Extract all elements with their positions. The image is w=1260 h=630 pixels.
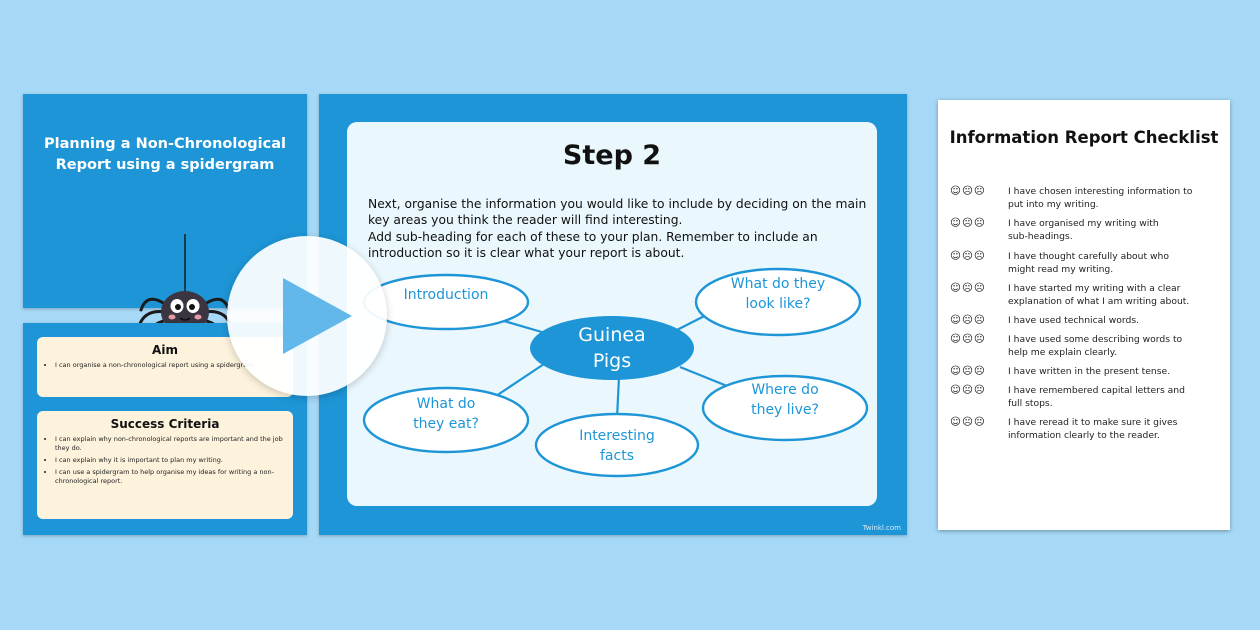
checklist-line: explanation of what I am writing about. xyxy=(1008,295,1190,307)
smiley-faces-icon[interactable]: ☺☹☹ xyxy=(950,416,986,428)
node-live xyxy=(701,374,869,442)
aim-list: I can organise a non-chronological repor… xyxy=(37,361,293,370)
checklist-line: I have used technical words. xyxy=(1008,315,1140,326)
checklist-line: put into my writing. xyxy=(1008,198,1099,210)
instruction-line: introduction so it is clear what your re… xyxy=(368,246,685,261)
node-label-eat: What do they eat? xyxy=(364,394,528,434)
spidergram xyxy=(362,267,869,478)
node-text: What do xyxy=(416,396,476,412)
node-text: Introduction xyxy=(403,287,489,303)
center-node-label: Guinea Pigs xyxy=(530,322,694,374)
checklist-line: I have thought carefully about who xyxy=(1008,251,1169,262)
checklist-line: help me explain clearly. xyxy=(1008,346,1117,358)
success-criteria-list: I can explain why non-chronological repo… xyxy=(37,435,293,486)
smiley-faces-icon[interactable]: ☺☹☹ xyxy=(950,282,986,294)
smiley-faces-icon[interactable]: ☺☹☹ xyxy=(950,217,986,229)
brand-footer: Twinkl.com xyxy=(862,524,901,532)
checklist-line: full stops. xyxy=(1008,397,1053,409)
success-criteria-item: I can use a spidergram to help organise … xyxy=(55,468,285,486)
checklist-title: Information Report Checklist xyxy=(949,128,1219,147)
checklist-item-text: I have reread it to make sure it gives i… xyxy=(1008,417,1220,442)
checklist-item-text: I have used technical words. xyxy=(1008,315,1220,328)
smiley-faces-icon[interactable]: ☺☹☹ xyxy=(950,384,986,396)
center-line2: Pigs xyxy=(592,350,632,372)
play-icon xyxy=(283,278,352,354)
instruction-line: Add sub-heading for each of these to you… xyxy=(368,229,818,244)
slide-title-line1: Planning a Non-Chronological xyxy=(43,136,286,152)
checklist-line: I have organised my writing with xyxy=(1008,218,1159,229)
checklist-line: I have used some describing words to xyxy=(1008,334,1183,345)
aim-heading: Aim xyxy=(152,343,178,357)
checklist-item-text: I have started my writing with a clear e… xyxy=(1008,283,1220,308)
checklist-line: information clearly to the reader. xyxy=(1008,429,1160,441)
aim-item: I can organise a non-chronological repor… xyxy=(55,361,285,370)
checklist-line: I have written in the present tense. xyxy=(1008,366,1171,377)
checklist-item-text: I have organised my writing with sub-hea… xyxy=(1008,218,1220,243)
center-line1: Guinea xyxy=(578,324,646,346)
success-criteria-heading: Success Criteria xyxy=(110,417,220,431)
node-text: What do they xyxy=(730,276,826,292)
aim-slide-thumbnail[interactable]: Aim I can organise a non-chronological r… xyxy=(23,323,307,535)
instruction-line: key areas you think the reader will find… xyxy=(368,213,683,228)
step-panel: Step 2 Next, organise the information yo… xyxy=(347,122,877,506)
checklist-item-text: I have used some describing words to hel… xyxy=(1008,334,1220,359)
node-center xyxy=(530,316,694,380)
checklist-line: I have started my writing with a clear xyxy=(1008,283,1181,294)
success-criteria-card: Success Criteria I can explain why non-c… xyxy=(37,411,293,519)
node-label-look-like: What do they look like? xyxy=(696,274,860,314)
smiley-faces-icon[interactable]: ☺☹☹ xyxy=(950,250,986,262)
node-look-like xyxy=(694,267,862,337)
slide-title-line2: Report using a spidergram xyxy=(55,157,275,173)
instruction-line: Next, organise the information you would… xyxy=(368,197,867,211)
step-2-slide[interactable]: Step 2 Next, organise the information yo… xyxy=(319,94,907,535)
checklist-line: might read my writing. xyxy=(1008,263,1114,275)
checklist-item-text: I have written in the present tense. xyxy=(1008,366,1220,379)
node-label-live: Where do they live? xyxy=(703,380,867,420)
checklist-line: I have chosen interesting information to xyxy=(1008,186,1193,197)
node-text: facts xyxy=(600,448,634,464)
play-button[interactable] xyxy=(227,236,387,396)
step-title: Step 2 xyxy=(562,140,662,171)
connector-line xyxy=(679,365,733,390)
slide-title: Planning a Non-Chronological Report usin… xyxy=(23,134,307,176)
node-text: look like? xyxy=(745,296,811,312)
smiley-faces-icon[interactable]: ☺☹☹ xyxy=(950,365,986,377)
success-criteria-item: I can explain why it is important to pla… xyxy=(55,456,285,465)
smiley-faces-icon[interactable]: ☺☹☹ xyxy=(950,185,986,197)
checklist-item-text: I have thought carefully about who might… xyxy=(1008,251,1220,276)
smiley-faces-icon[interactable]: ☺☹☹ xyxy=(950,333,986,345)
node-label-introduction: Introduction xyxy=(364,285,528,305)
checklist-item-text: I have chosen interesting information to… xyxy=(1008,186,1220,211)
connector-line xyxy=(615,376,621,419)
node-facts xyxy=(534,412,700,478)
node-text: Where do xyxy=(751,382,819,398)
step-instructions: Next, organise the information you would… xyxy=(368,196,868,262)
checklist-line: sub-headings. xyxy=(1008,230,1073,242)
node-label-facts: Interesting facts xyxy=(536,426,698,466)
node-text: they eat? xyxy=(413,416,479,432)
success-criteria-item: I can explain why non-chronological repo… xyxy=(55,435,285,453)
smiley-faces-icon[interactable]: ☺☹☹ xyxy=(950,314,986,326)
checklist-line: I have remembered capital letters and xyxy=(1008,385,1185,396)
node-text: Interesting xyxy=(579,428,655,444)
node-eat xyxy=(362,386,530,454)
checklist-page[interactable]: Information Report Checklist ☺☹☹ I have … xyxy=(938,100,1230,530)
checklist-line: I have reread it to make sure it gives xyxy=(1008,417,1178,428)
checklist-item-text: I have remembered capital letters and fu… xyxy=(1008,385,1220,410)
node-text: they live? xyxy=(751,402,819,418)
